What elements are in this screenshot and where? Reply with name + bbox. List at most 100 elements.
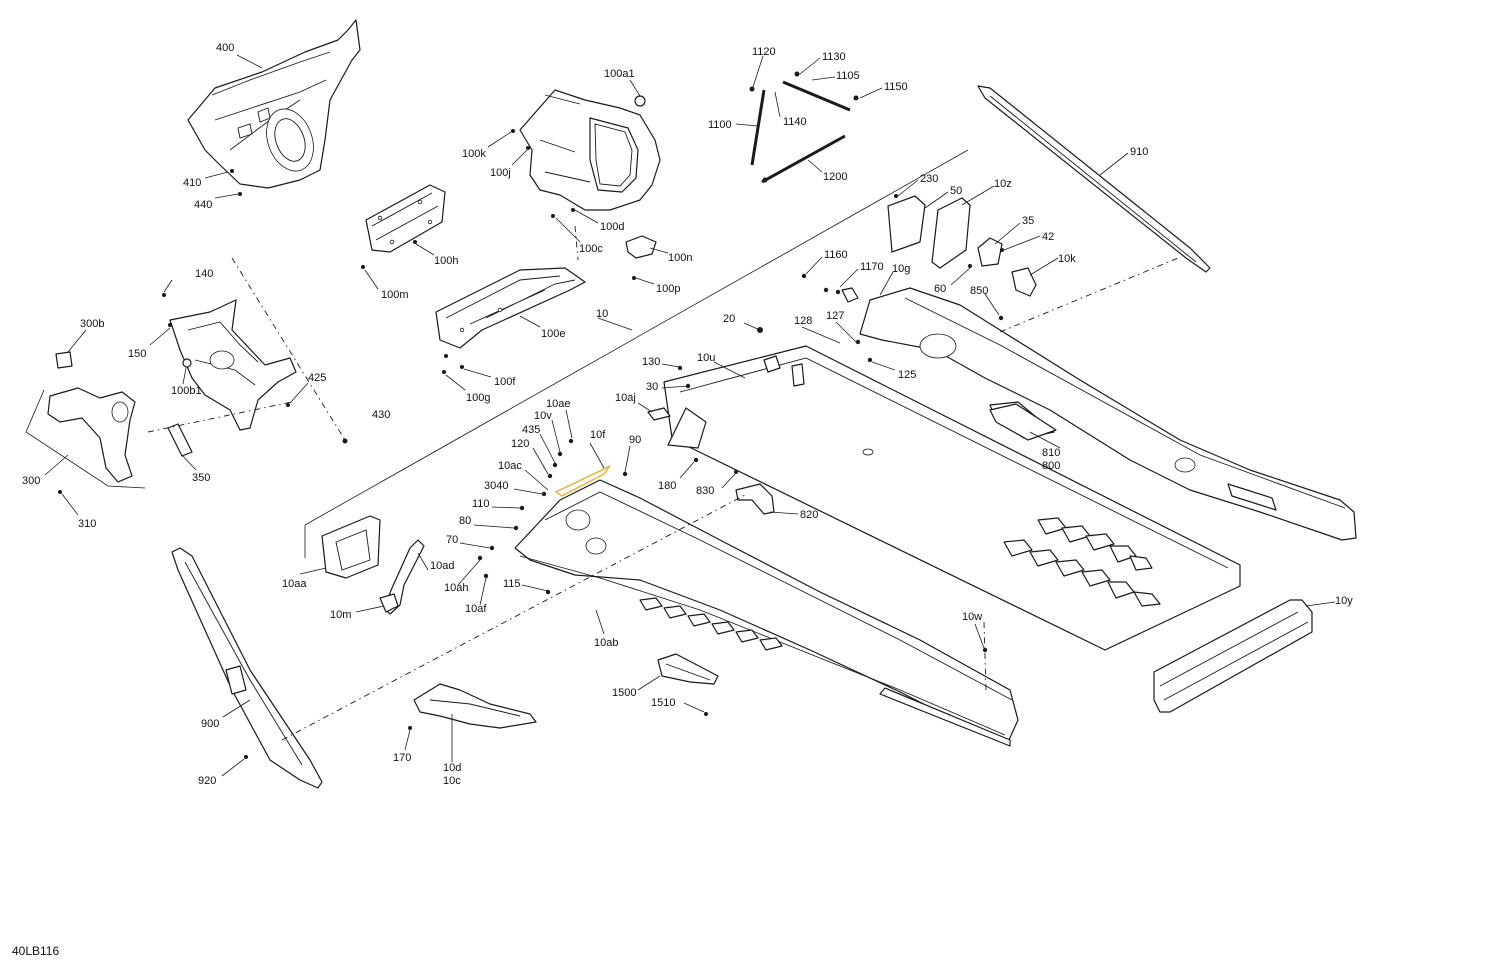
callout-100n: 100n xyxy=(668,252,692,264)
callout-100d: 100d xyxy=(600,221,624,233)
part-100h-cover[interactable] xyxy=(361,184,446,269)
callout-800: 800 xyxy=(1042,460,1060,472)
callout-10c: 10c xyxy=(443,775,461,787)
callout-10f: 10f xyxy=(590,429,606,441)
callout-60: 60 xyxy=(934,283,946,295)
callout-10v: 10v xyxy=(534,410,552,422)
callout-30: 30 xyxy=(646,381,658,393)
callout-leaders xyxy=(44,54,1336,777)
callout-110: 110 xyxy=(472,498,490,510)
left-rail-cutouts xyxy=(639,597,783,651)
floor-pan-cutouts xyxy=(1003,517,1161,607)
callout-230: 230 xyxy=(920,173,938,185)
highlight-10f xyxy=(554,465,611,497)
callout-10ac: 10ac xyxy=(498,460,522,472)
callout-100c: 100c xyxy=(579,243,603,255)
callout-35: 35 xyxy=(1022,215,1034,227)
callout-10aj: 10aj xyxy=(615,392,636,404)
callout-10ad: 10ad xyxy=(430,560,454,572)
callout-920: 920 xyxy=(198,775,216,787)
callout-70: 70 xyxy=(446,534,458,546)
part-910-side-rail[interactable] xyxy=(977,85,1211,273)
callout-850: 850 xyxy=(970,285,988,297)
callout-440: 440 xyxy=(194,199,212,211)
callout-10g: 10g xyxy=(892,263,910,275)
callout-100k: 100k xyxy=(462,148,486,160)
callout-1170: 1170 xyxy=(860,261,884,273)
callout-130: 130 xyxy=(642,356,660,368)
callout-1160: 1160 xyxy=(824,249,848,261)
callout-100a1: 100a1 xyxy=(604,68,635,80)
callout-100f: 100f xyxy=(494,376,516,388)
callout-115: 115 xyxy=(503,578,521,590)
part-10y-crossmember[interactable] xyxy=(1153,599,1313,713)
callout-10m: 10m xyxy=(330,609,351,621)
callout-100h: 100h xyxy=(434,255,458,267)
callout-90: 90 xyxy=(629,434,641,446)
part-100e-bracket[interactable] xyxy=(435,267,586,374)
callout-300b: 300b xyxy=(80,318,104,330)
callout-350: 350 xyxy=(192,472,210,484)
callout-10ah: 10ah xyxy=(444,582,468,594)
hardware-fasteners xyxy=(477,273,1004,653)
callout-410: 410 xyxy=(183,177,201,189)
callout-910: 910 xyxy=(1130,146,1148,158)
diagram-reference-code: 40LB116 xyxy=(12,944,59,958)
callout-20: 20 xyxy=(723,313,735,325)
callout-42: 42 xyxy=(1042,231,1054,243)
part-400-upper-frame[interactable] xyxy=(187,19,361,196)
part-820-bracket[interactable] xyxy=(734,470,775,515)
callout-810: 810 xyxy=(1042,447,1060,459)
callout-1130: 1130 xyxy=(822,51,846,63)
part-810-plate[interactable] xyxy=(989,403,1057,441)
callout-830: 830 xyxy=(696,485,714,497)
callout-310: 310 xyxy=(78,518,96,530)
part-900-front-rail[interactable] xyxy=(171,547,323,789)
callout-80: 80 xyxy=(459,515,471,527)
part-100n-plate[interactable] xyxy=(625,235,657,280)
part-10u-floor-pan[interactable] xyxy=(647,345,1241,651)
part-100-bulkhead[interactable] xyxy=(511,89,661,218)
callout-1150: 1150 xyxy=(884,81,908,93)
part-10d-footrest[interactable] xyxy=(408,683,537,730)
callout-100b1: 100b1 xyxy=(171,385,202,397)
callout-400: 400 xyxy=(216,42,234,54)
callout-1510: 1510 xyxy=(651,697,675,709)
callout-100e: 100e xyxy=(541,328,565,340)
callout-10w: 10w xyxy=(962,611,982,623)
callout-labels: 400 410 440 100a1 100k 100j 100d 100c 10… xyxy=(22,42,1353,787)
callout-1500: 1500 xyxy=(612,687,636,699)
assembly-300-guide xyxy=(25,389,146,489)
callout-1105: 1105 xyxy=(836,70,860,82)
callout-10af: 10af xyxy=(465,603,487,615)
part-10aa-10ad-brackets[interactable] xyxy=(321,515,425,615)
part-50-10z-brackets[interactable] xyxy=(887,194,1037,297)
assembly-10-guide xyxy=(304,149,969,558)
callout-1140: 1140 xyxy=(783,116,807,128)
callout-10y: 10y xyxy=(1335,595,1353,607)
callout-140: 140 xyxy=(195,268,213,280)
callout-1100: 1100 xyxy=(708,119,732,131)
callout-10aa: 10aa xyxy=(282,578,307,590)
part-10f-left-rail[interactable] xyxy=(514,465,1019,747)
callout-820: 820 xyxy=(800,509,818,521)
callout-125: 125 xyxy=(898,369,916,381)
callout-425: 425 xyxy=(308,372,326,384)
callout-1200: 1200 xyxy=(823,171,847,183)
callout-180: 180 xyxy=(658,480,676,492)
callout-100j: 100j xyxy=(490,167,511,179)
callout-128: 128 xyxy=(794,315,812,327)
part-1100-rods[interactable] xyxy=(749,71,859,184)
callout-10k: 10k xyxy=(1058,253,1076,265)
part-1500-footrest[interactable] xyxy=(657,653,719,716)
callout-50: 50 xyxy=(950,185,962,197)
callout-10: 10 xyxy=(596,308,608,320)
callout-100m: 100m xyxy=(381,289,409,301)
callout-150: 150 xyxy=(128,348,146,360)
part-300-front-frame[interactable] xyxy=(47,293,348,494)
callout-10ae: 10ae xyxy=(546,398,570,410)
callout-127: 127 xyxy=(826,310,844,322)
callout-10u: 10u xyxy=(697,352,715,364)
callout-10ab: 10ab xyxy=(594,637,618,649)
